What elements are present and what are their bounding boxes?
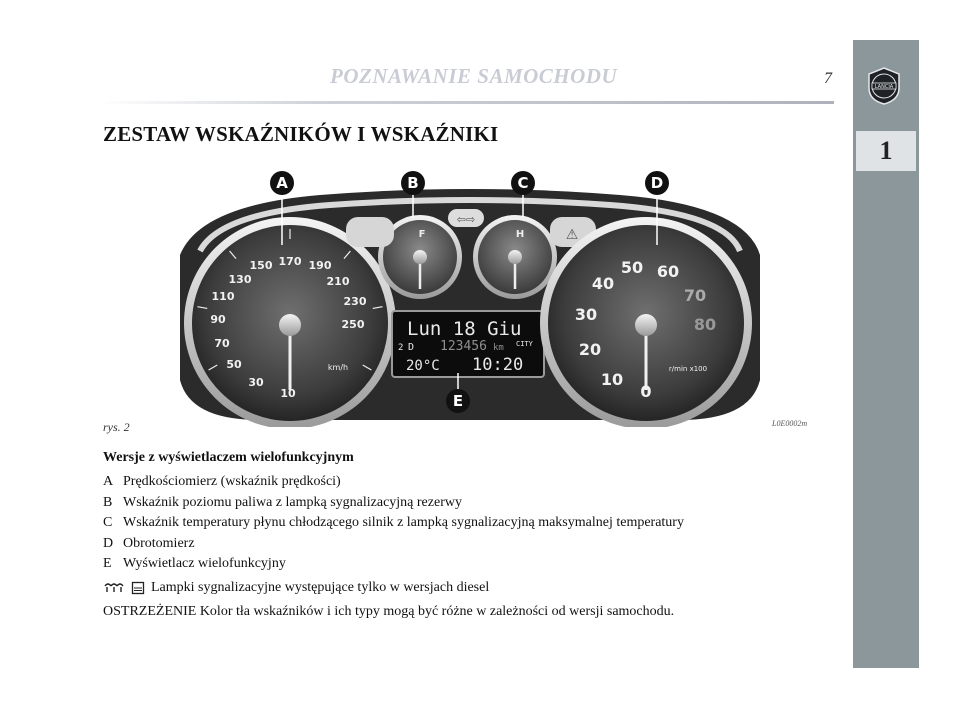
callout-e (446, 389, 470, 413)
svg-text:⇦⇨: ⇦⇨ (457, 213, 475, 226)
svg-text:⚠: ⚠ (566, 227, 579, 243)
speed-label-250: 250 (342, 318, 365, 331)
header-rule (98, 101, 834, 104)
rpm-label-20: 20 (579, 340, 601, 359)
svg-text:D: D (651, 174, 663, 192)
speed-label-170: 170 (279, 255, 302, 268)
display-city: CITY (516, 340, 534, 348)
fuel-full-label: F (419, 229, 426, 240)
speed-label-130: 130 (229, 273, 252, 286)
callout-a (270, 171, 294, 195)
display-gear: 2 (398, 343, 403, 353)
speed-label-150: 150 (250, 259, 273, 272)
rpm-label-10: 10 (601, 370, 623, 389)
lancia-logo-icon: LANCIA (868, 67, 900, 105)
speed-unit: km/h (328, 363, 348, 372)
speed-label-70: 70 (214, 337, 230, 350)
page-number: 7 (824, 70, 832, 87)
speedometer-ticks (197, 229, 383, 371)
temp-hot-label: H (516, 229, 524, 240)
turn-signal-pod (448, 209, 484, 227)
figure-caption: rys. 2 (103, 420, 130, 434)
glow-plug-icon (104, 583, 124, 592)
speed-label-230: 230 (344, 295, 367, 308)
legend-heading: Wersje z wyświetlaczem wielofunkcyjnym (103, 450, 354, 465)
svg-text:A: A (276, 174, 288, 192)
diesel-note-text: Lampki sygnalizacyjne występujące tylko … (151, 580, 490, 595)
section-title: ZESTAW WSKAŹNIKÓW I WSKAŹNIKI (103, 122, 499, 146)
chapter-tab[interactable]: 1 (856, 131, 916, 171)
speed-label-30: 30 (248, 376, 264, 389)
rpm-label-50: 50 (621, 258, 643, 277)
display-odometer: 123456 (440, 339, 487, 354)
left-indicator-pod (346, 217, 394, 247)
rpm-label-80: 80 (694, 315, 716, 334)
svg-text:C: C (517, 174, 528, 192)
svg-text:LANCIA: LANCIA (875, 84, 894, 90)
svg-text:E: E (453, 392, 463, 410)
speed-label-50: 50 (226, 358, 242, 371)
rpm-label-40: 40 (592, 274, 614, 293)
running-header: POZNAWANIE SAMOCHODU (330, 64, 618, 88)
display-time: 10:20 (472, 355, 523, 375)
svg-text:B: B (407, 174, 418, 192)
rpm-label-30: 30 (575, 305, 597, 324)
rpm-label-60: 60 (657, 262, 679, 281)
speed-label-90: 90 (210, 313, 226, 326)
callout-d (645, 171, 669, 195)
display-date: Lun 18 Giu (407, 318, 521, 340)
speed-label-190: 190 (309, 259, 332, 272)
callout-c (511, 171, 535, 195)
display-odometer-unit: km (493, 343, 504, 353)
speed-label-210: 210 (327, 275, 350, 288)
water-in-fuel-icon (131, 581, 145, 595)
speed-label-10: 10 (280, 387, 296, 400)
rpm-unit: r/min x100 (669, 365, 707, 373)
display-temp: 20°C (406, 358, 440, 374)
rpm-label-0: 0 (640, 382, 651, 401)
diesel-note: Lampki sygnalizacyjne występujące tylko … (103, 580, 489, 596)
speed-label-110: 110 (212, 290, 235, 303)
warning-text: OSTRZEŻENIE Kolor tła wskaźników i ich t… (103, 604, 675, 619)
display-mode: D (408, 342, 414, 353)
instrument-cluster-figure: 10 30 50 70 90 110 130 150 170 190 210 2… (180, 171, 760, 427)
rpm-label-70: 70 (684, 286, 706, 305)
figure-code: L0E0002m (772, 419, 808, 428)
callout-b (401, 171, 425, 195)
